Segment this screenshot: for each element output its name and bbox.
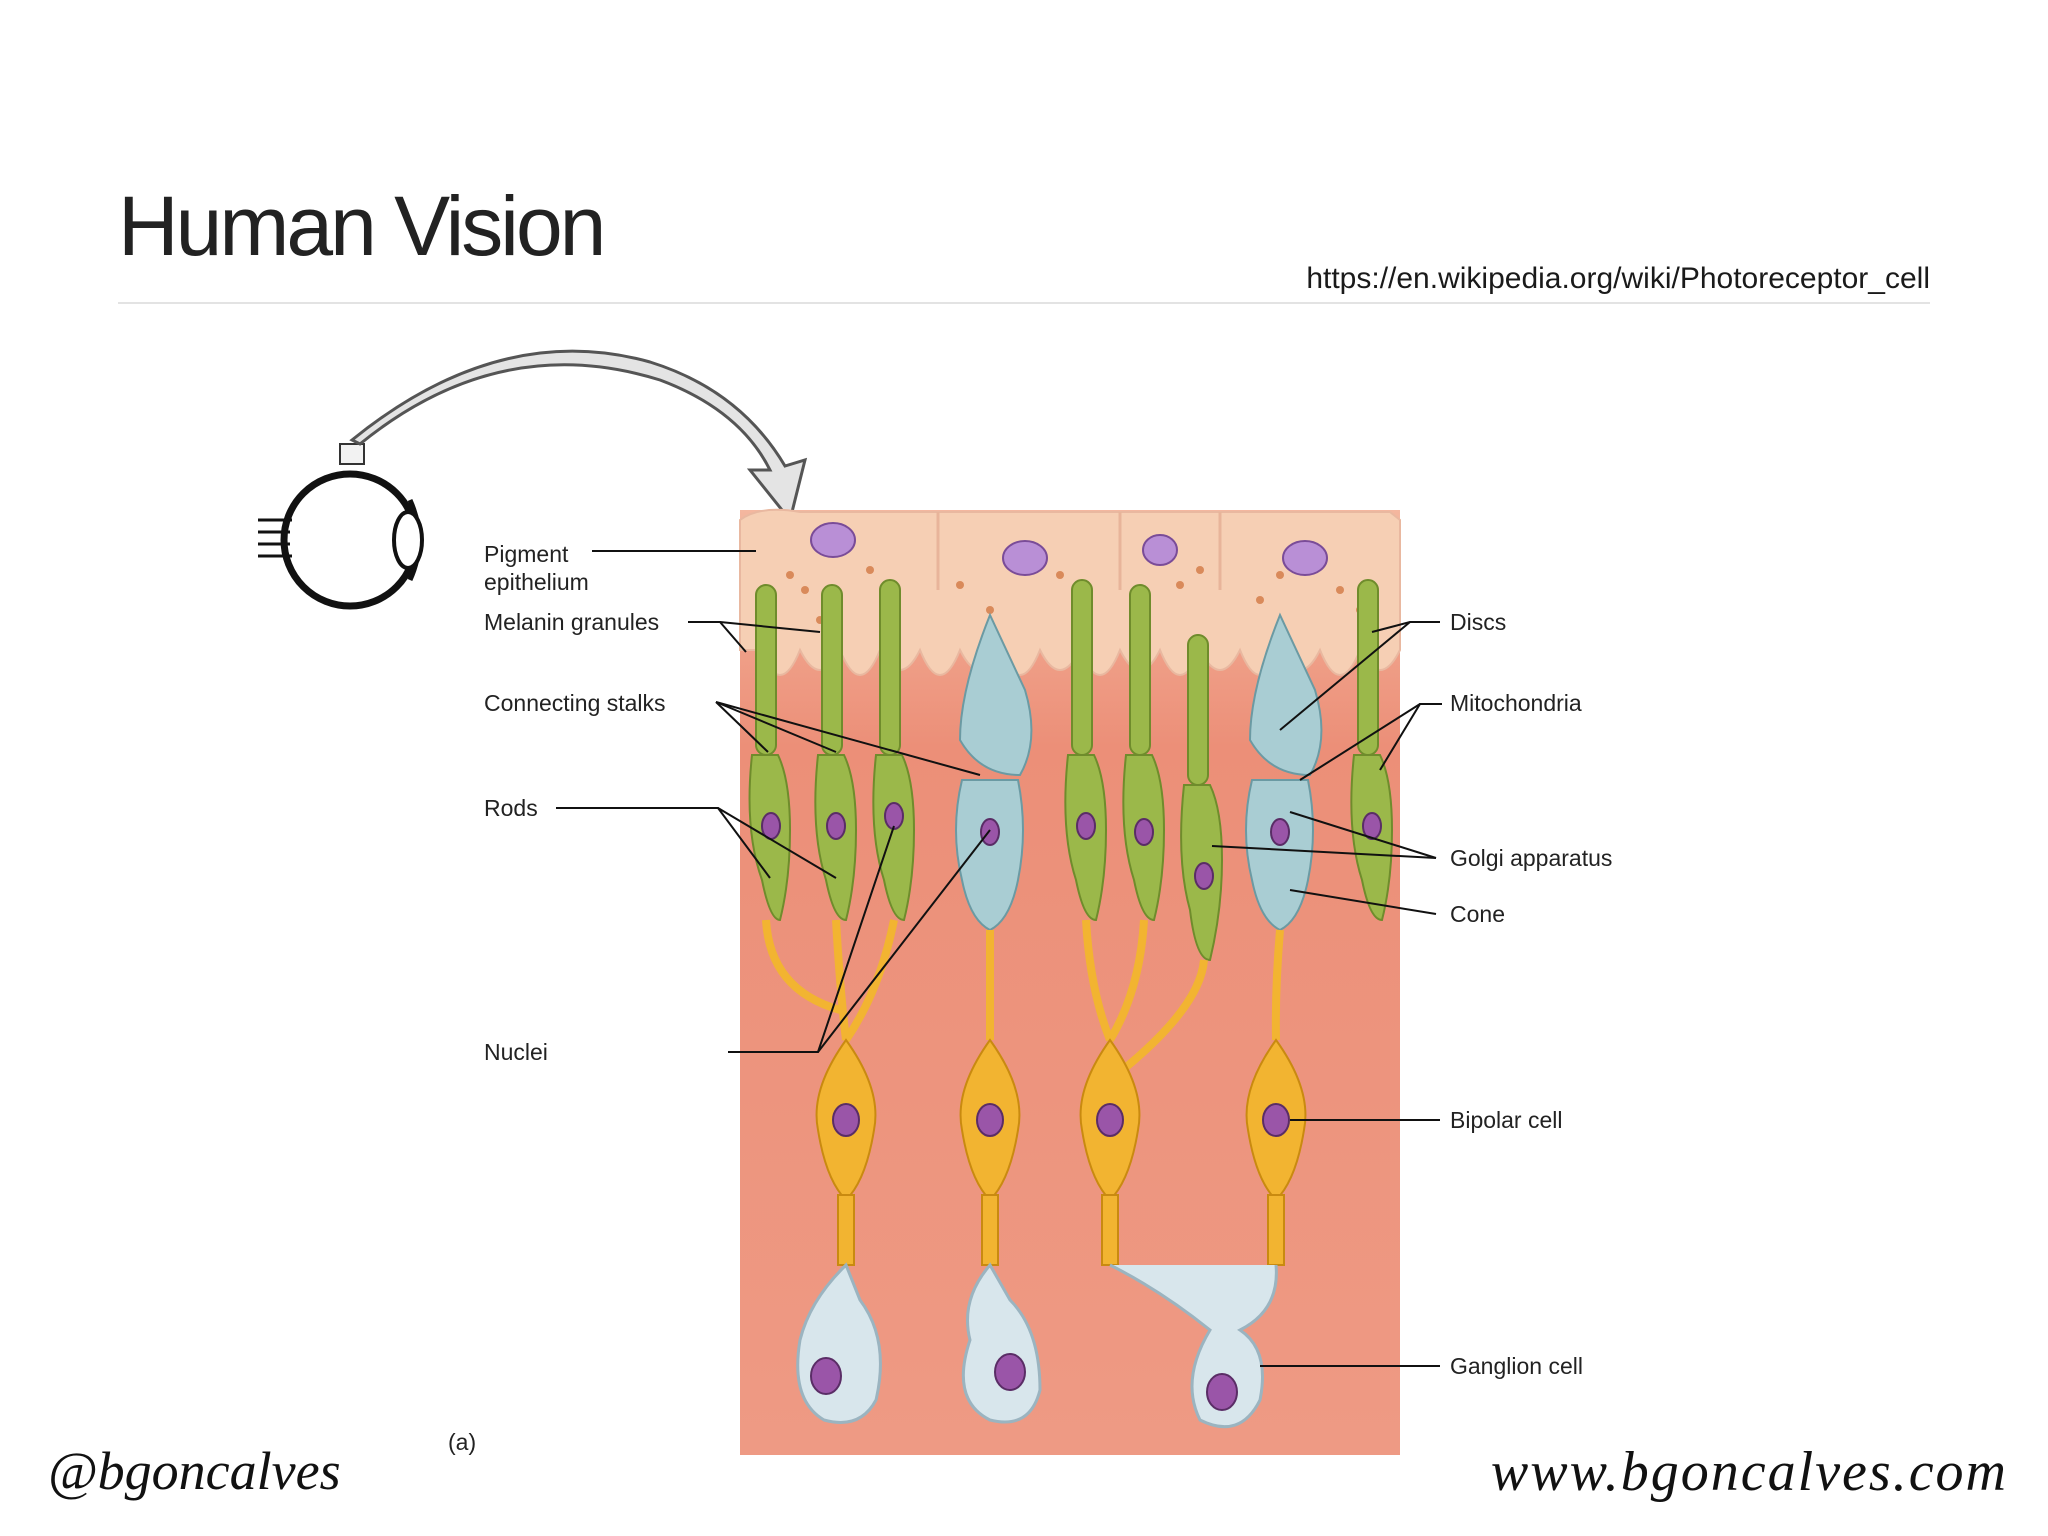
label-mitochondria: Mitochondria: [1450, 690, 1582, 716]
author-handle: @bgoncalves: [48, 1441, 341, 1501]
pigment-epithelium: [739, 508, 1401, 676]
label-melanin-granules: Melanin granules: [484, 609, 659, 635]
label-nuclei: Nuclei: [484, 1039, 548, 1065]
title-divider: [118, 302, 1930, 304]
label-ganglion-cell: Ganglion cell: [1450, 1353, 1583, 1379]
zoom-arrow-icon: [349, 349, 808, 524]
label-bipolar-cell: Bipolar cell: [1450, 1107, 1563, 1133]
author-website[interactable]: www.bgoncalves.com: [1490, 1441, 2008, 1503]
source-url[interactable]: https://en.wikipedia.org/wiki/Photorecep…: [1306, 262, 1930, 295]
label-discs: Discs: [1450, 609, 1506, 635]
label-golgi-apparatus: Golgi apparatus: [1450, 845, 1612, 871]
rod-cells: [748, 579, 1394, 962]
slide-title: Human Vision: [118, 179, 606, 273]
label-connecting-stalks: Connecting stalks: [484, 690, 666, 716]
label-cone: Cone: [1450, 901, 1505, 927]
label-pigment: Pigment: [484, 541, 569, 567]
panel-label: (a): [448, 1429, 476, 1455]
label-epithelium: epithelium: [484, 569, 589, 595]
label-rods: Rods: [484, 795, 538, 821]
eye-icon: [258, 443, 424, 610]
cone-cells: [955, 612, 1323, 932]
